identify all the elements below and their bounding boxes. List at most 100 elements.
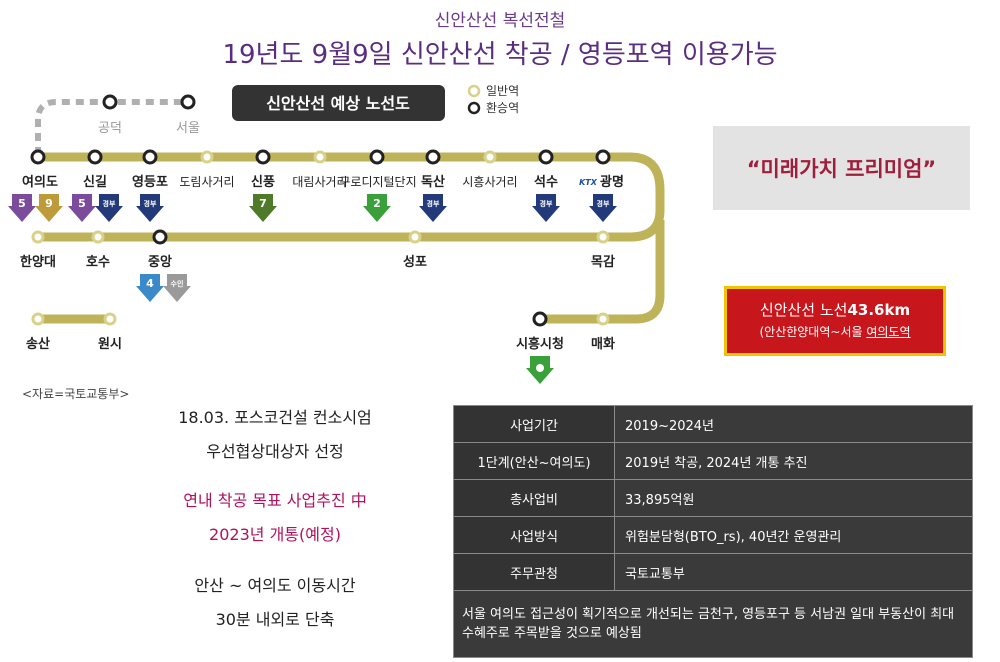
station-maehwa-label: 매화: [591, 336, 615, 352]
route-length-box: 신안산선 노선43.6km (안산한양대역~서울 여의도역: [724, 286, 946, 356]
premium-text: “미래가치 프리미엄”: [746, 157, 937, 181]
project-info-table: 사업기간 2019~2024년 1단계(안산~여의도) 2019년 착공, 20…: [453, 405, 973, 658]
station-seoksu-node: [538, 149, 554, 165]
svg-text:2: 2: [373, 197, 381, 210]
ktx-tag: KTX: [579, 178, 598, 187]
route-length-sub-link[interactable]: 여의도역: [866, 325, 911, 339]
station-songsan-node: [31, 312, 45, 326]
station-siheung-label: 시흥사거리: [462, 175, 517, 189]
line1-badge-singil: [95, 194, 123, 222]
table-row: 사업기간 2019~2024년: [453, 405, 973, 443]
station-wonsi-node: [103, 312, 117, 326]
station-dorim-label: 도림사거리: [179, 175, 234, 189]
route-length-sub-prefix: (안산한양대역~서울: [759, 325, 867, 339]
table-key: 주무관청: [453, 553, 615, 591]
station-sinpung-node: [255, 149, 271, 165]
table-key: 사업방식: [453, 516, 615, 554]
svg-text:9: 9: [45, 197, 53, 210]
station-siheung-node: [483, 150, 497, 164]
station-hosu-node: [91, 230, 105, 244]
table-value: 33,895억원: [614, 479, 973, 517]
suin-badge-jungang: [163, 274, 191, 302]
svg-text:4: 4: [146, 277, 154, 290]
map-title-box: [232, 85, 445, 121]
station-yeouido-node: [30, 149, 46, 165]
svg-text:경부: 경부: [540, 199, 553, 208]
route-map: 신안산선 예상 노선도 일반역 환승역 공덕 서울 여의도 신길 영등포 도림사…: [8, 84, 665, 384]
legend-transfer-icon: [467, 101, 481, 115]
main-line: [38, 152, 665, 242]
legend-transfer-label: 환승역: [486, 101, 519, 115]
station-wonsi-label: 원시: [98, 337, 122, 352]
svg-text:5: 5: [78, 197, 86, 210]
svg-text:경부: 경부: [427, 199, 440, 208]
station-hanyangdae-label: 한양대: [20, 254, 56, 270]
table-key: 1단계(안산~여의도): [453, 442, 615, 480]
station-guro-node: [369, 149, 385, 165]
note-line-5: 안산 ~ 여의도 이동시간: [194, 576, 356, 595]
station-gwangmyeong-node: [595, 149, 611, 165]
note-line-1: 18.03. 포스코건설 컨소시엄: [178, 408, 372, 427]
station-singil-label: 신길: [83, 175, 107, 190]
station-seoksu-label: 석수: [534, 175, 558, 190]
svg-text:경부: 경부: [103, 199, 116, 208]
line5-badge-singil: [68, 194, 96, 222]
station-yeongdeungpo-node: [142, 149, 158, 165]
station-singil-node: [87, 149, 103, 165]
svg-text:5: 5: [18, 197, 26, 210]
note-line-3: 연내 착공 목표 사업추진 中: [183, 491, 367, 510]
station-seoul-node: [180, 94, 196, 110]
station-yeouido-label: 여의도: [22, 174, 58, 190]
line1-badge-seoksu: [532, 194, 560, 222]
table-row: 사업방식 위험분담형(BTO_rs), 40년간 운영관리: [453, 516, 973, 554]
table-row: 주무관청 국토교통부: [453, 553, 973, 591]
route-length-main: 신안산선 노선43.6km: [727, 299, 943, 320]
station-jungang-label: 중앙: [148, 254, 172, 270]
page-title: 19년도 9월9일 신안산선 착공 / 영등포역 이용가능: [222, 40, 778, 70]
line1-badge-yeongdeungpo: [136, 194, 164, 222]
station-daerim-node: [313, 150, 327, 164]
route-length-value: 43.6km: [847, 301, 911, 319]
station-songsan-label: 송산: [26, 336, 50, 352]
line4-badge-jungang: [136, 274, 164, 302]
table-value: 위험분담형(BTO_rs), 40년간 운영관리: [614, 516, 973, 554]
source-note: <자료=국토교통부>: [22, 387, 130, 401]
line5-badge-yeouido: [8, 194, 36, 222]
station-seongpo-node: [408, 230, 422, 244]
station-mokgam-node: [596, 230, 610, 244]
feeder-line: [35, 99, 188, 155]
premium-box: “미래가치 프리미엄”: [713, 126, 970, 210]
svg-text:경부: 경부: [144, 199, 157, 208]
station-gongdeok-label: 공덕: [98, 121, 122, 136]
table-value: 국토교통부: [614, 553, 973, 591]
line2-badge-guro: [363, 194, 391, 222]
siheung-city-badge-dot: [536, 364, 544, 372]
svg-text:수인: 수인: [171, 279, 184, 288]
station-gongdeok-node: [102, 94, 118, 110]
note-line-6: 30분 내외로 단축: [215, 610, 335, 629]
svg-text:7: 7: [259, 197, 267, 210]
station-gwangmyeong-label: 광명: [600, 174, 624, 190]
station-siheung-city-node: [532, 311, 548, 327]
line9-badge-yeouido: [35, 194, 63, 222]
station-doksan-node: [425, 149, 441, 165]
table-value: 2019~2024년: [614, 405, 973, 443]
table-value: 2019년 착공, 2024년 개통 추진: [614, 442, 973, 480]
note-line-4: 2023년 개통(예정): [209, 525, 341, 544]
station-maehwa-node: [596, 312, 610, 326]
station-seongpo-label: 성포: [403, 255, 427, 270]
station-doksan-label: 독산: [421, 174, 445, 190]
line7-badge-sinpung: [249, 194, 277, 222]
station-sinpung-label: 신풍: [251, 175, 275, 190]
station-dorim-node: [200, 150, 214, 164]
table-key: 사업기간: [453, 405, 615, 443]
route-length-sub: (안산한양대역~서울 여의도역: [727, 323, 943, 340]
line1-badge-gwangmyeong: [589, 194, 617, 222]
station-daerim-label: 대림사거리: [292, 175, 347, 189]
table-footer: 서울 여의도 접근성이 획기적으로 개선되는 금천구, 영등포구 등 서남권 일…: [453, 590, 973, 658]
table-row: 1단계(안산~여의도) 2019년 착공, 2024년 개통 추진: [453, 442, 973, 480]
station-guro-label: 구로디지털단지: [339, 175, 416, 189]
note-line-2: 우선협상대상자 선정: [206, 442, 344, 461]
station-mokgam-label: 목감: [591, 255, 615, 270]
station-siheung-city-label: 시흥시청: [516, 336, 564, 352]
